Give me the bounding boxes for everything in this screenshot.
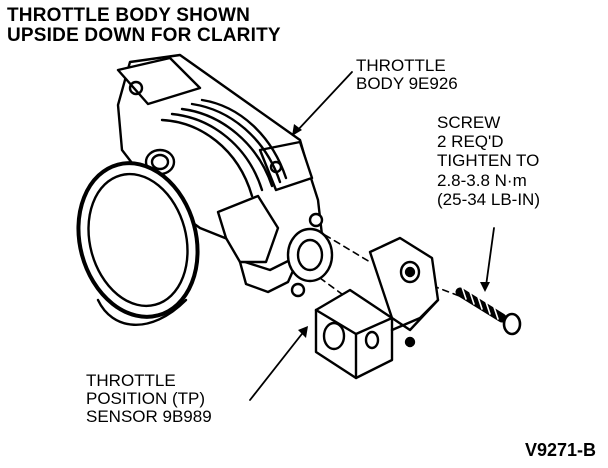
throttle-bore: [76, 161, 200, 326]
diagram-title: THROTTLE BODY SHOWN UPSIDE DOWN FOR CLAR…: [7, 6, 281, 46]
callout-tp-sensor-line-3: SENSOR 9B989: [86, 407, 212, 427]
shaft-boss: [286, 212, 334, 298]
arrow-heads: [292, 124, 490, 338]
callout-screw-line-1: SCREW: [437, 113, 501, 132]
callout-screw-line-3: TIGHTEN TO: [437, 151, 540, 171]
leader-lines: [249, 71, 495, 401]
callout-throttle-body-line-1: THROTTLE: [356, 56, 446, 75]
callout-screw-line-2: 2 REQ'D: [437, 132, 504, 152]
tp-sensor: [314, 236, 440, 380]
title-line-2: UPSIDE DOWN FOR CLARITY: [7, 24, 281, 46]
callout-throttle-body-line-2: BODY 9E926: [356, 73, 458, 93]
title-line-1: THROTTLE BODY SHOWN: [7, 5, 251, 26]
callout-screw-line-4: 2.8-3.8 N·m: [437, 170, 527, 190]
callout-tp-sensor-line-1: THROTTLE: [86, 371, 176, 390]
callout-throttle-body: THROTTLE BODY 9E926: [356, 57, 458, 93]
callout-tp-sensor: THROTTLE POSITION (TP) SENSOR 9B989: [86, 371, 212, 427]
screw: [455, 286, 522, 336]
callout-tp-sensor-line-2: POSITION (TP): [86, 389, 205, 409]
callout-screw-line-5: (25-34 LB-IN): [437, 189, 540, 209]
figure-id: V9271-B: [524, 440, 596, 461]
callout-screw: SCREW 2 REQ'D TIGHTEN TO 2.8-3.8 N·m (25…: [437, 113, 540, 209]
